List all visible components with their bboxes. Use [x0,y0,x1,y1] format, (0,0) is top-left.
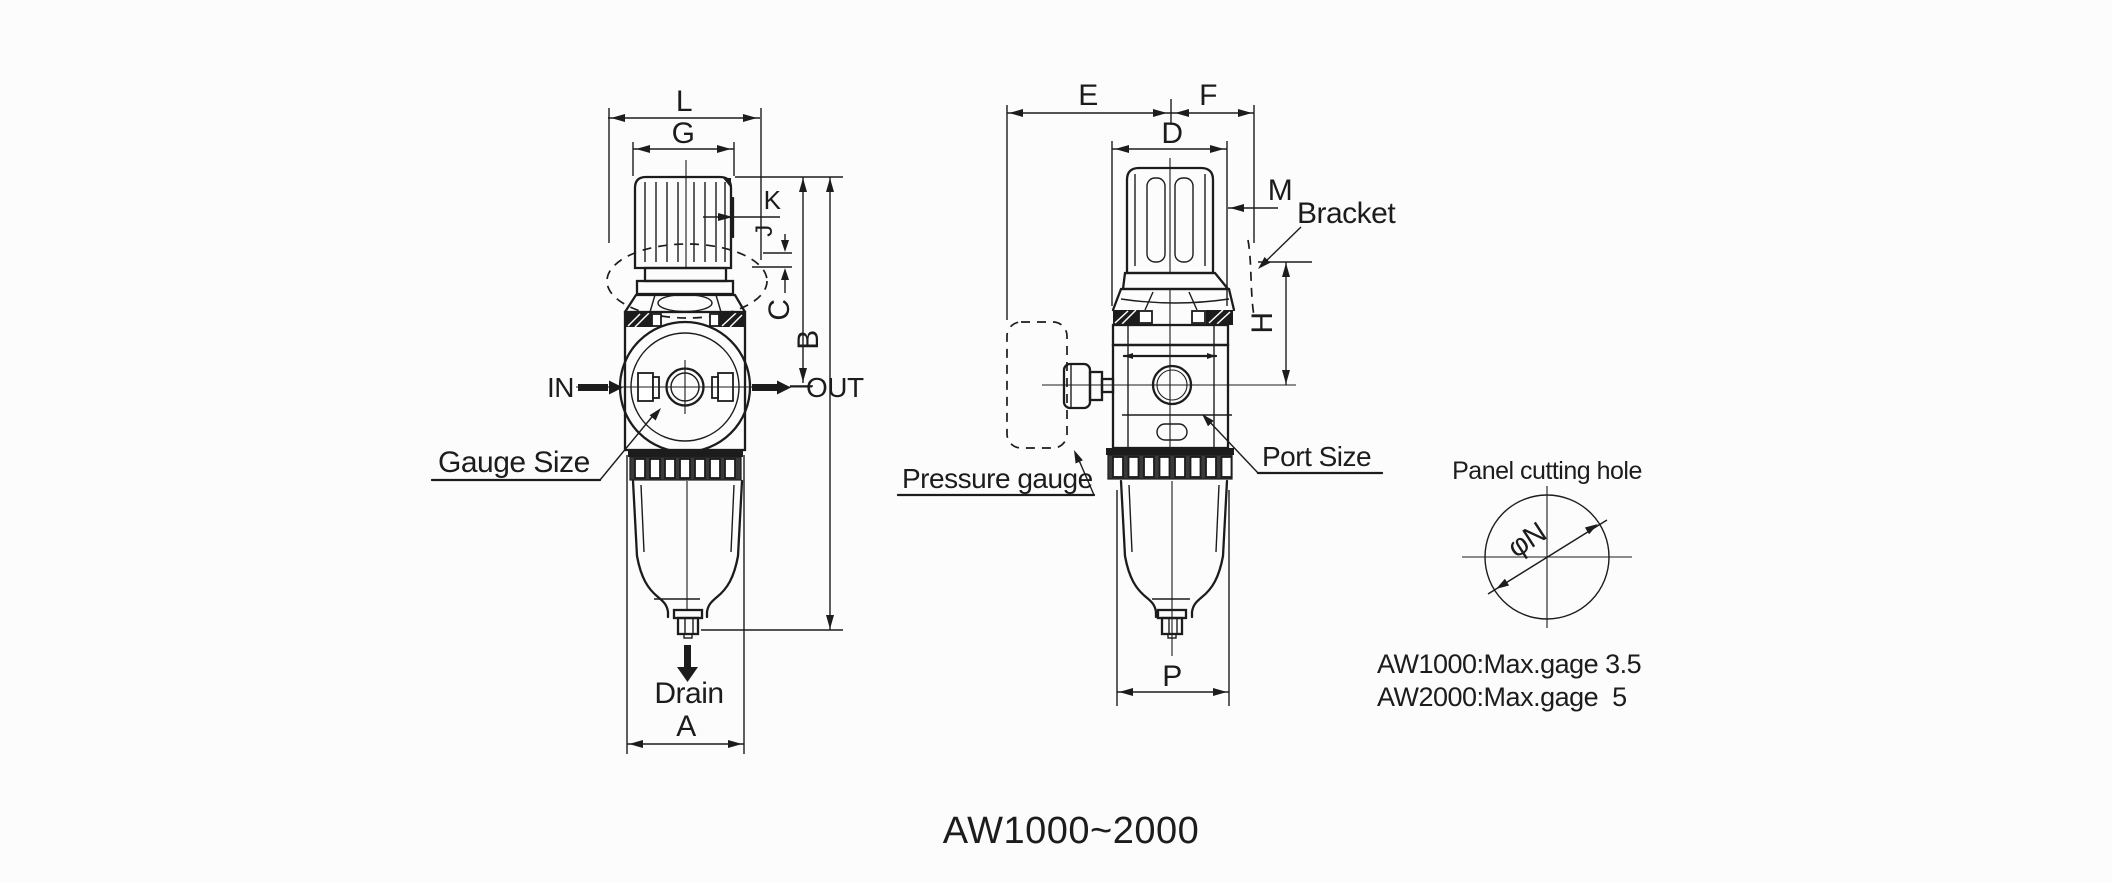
dim-label-L: L [676,85,692,118]
note-aw2000: AW2000:Max.gage 5 [1377,682,1627,712]
drain-label: Drain [654,677,723,710]
bracket-phantom-edge [1247,239,1255,317]
front-bonnet [623,266,747,314]
side-clamp [1113,309,1233,325]
front-panel-hole-phantom [606,243,768,319]
panel-cutout-detail: Panel cutting hole φN AW1000:Max.gage 3.… [1377,457,1642,712]
dim-label-A: A [676,710,696,743]
drain-arrow [684,645,691,668]
front-dim-G: G [632,117,735,176]
gauge-size-label: Gauge Size [438,446,590,479]
side-port-size-callout: Port Size [1202,414,1384,475]
in-arrow [578,384,608,391]
dim-label-H: H [1246,312,1279,333]
front-dim-B: B [701,177,843,631]
dim-label-D: D [1161,117,1182,150]
dim-label-G: G [672,117,695,150]
front-bowl [631,479,744,639]
dim-label-K: K [764,185,782,215]
port-size-label: Port Size [1262,441,1371,472]
dim-label-C: C [763,299,796,320]
panel-hole-diameter-line [1487,519,1608,595]
dim-label-F: F [1199,79,1217,112]
side-gauge-socket [1062,362,1115,410]
side-dim-E-F: E F [1006,79,1255,320]
side-bowl [1119,479,1229,656]
side-louver [1106,448,1234,480]
in-label: IN [547,372,574,403]
front-knob [633,160,733,270]
dim-label-B: B [792,330,825,350]
dim-label-J: J [751,225,778,237]
side-view: E F D [896,79,1397,706]
dim-label-P: P [1162,660,1182,693]
dim-label-M: M [1268,174,1293,207]
pressure-gauge-label: Pressure gauge [902,463,1093,494]
out-label: OUT [806,372,864,403]
front-dim-L: L [608,85,762,260]
front-dim-K: K [703,185,782,239]
out-arrow [752,384,778,391]
side-dim-H: H [1246,261,1312,385]
front-drain: Drain [654,645,724,710]
side-dim-D: D [1111,117,1228,306]
front-dim-C: C [735,176,843,387]
side-bracket-callout: Bracket [1247,197,1397,317]
bracket-label: Bracket [1297,197,1396,230]
side-bonnet [1111,271,1236,312]
panel-cutout-title: Panel cutting hole [1452,457,1642,485]
front-view: L G [430,85,865,754]
front-louver [628,450,743,481]
drawing-title: AW1000~2000 [943,810,1200,852]
side-pressure-gauge-callout: Pressure gauge [896,450,1096,497]
dim-label-E: E [1078,79,1098,112]
side-dim-P: P [1116,490,1230,706]
front-clamp [626,312,744,328]
front-flow: IN OUT [547,372,865,403]
front-gauge-size-callout: Gauge Size [430,408,661,482]
note-aw1000: AW1000:Max.gage 3.5 [1377,649,1641,679]
front-dim-J: J [751,225,792,293]
front-dim-A: A [626,455,745,754]
side-dim-M: M [1228,174,1293,212]
side-knob [1125,158,1215,275]
